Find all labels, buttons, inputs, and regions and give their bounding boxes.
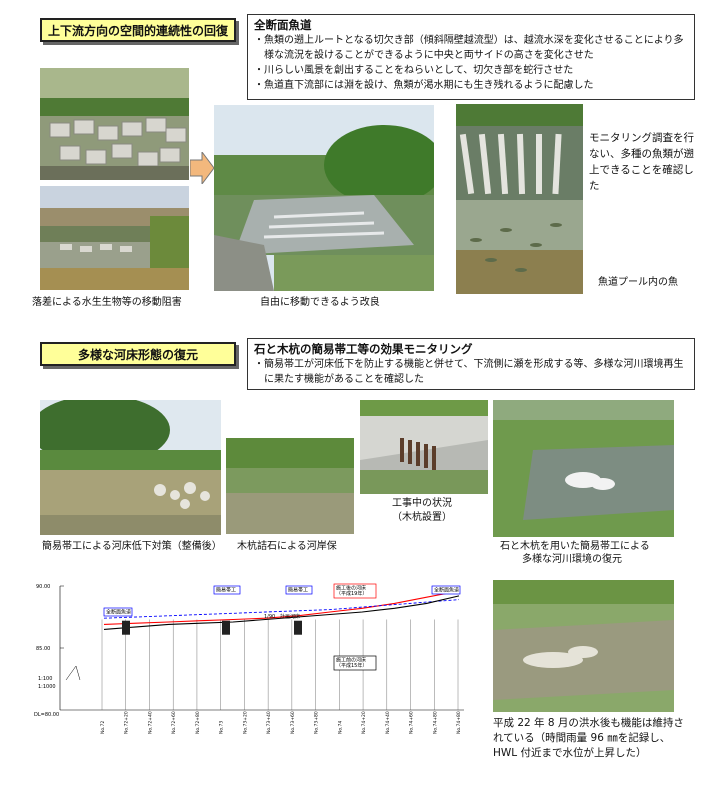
x-tick-label: No.72 (100, 721, 106, 734)
fishway-right-label-box (431, 585, 461, 595)
photo-riverbank-protection (226, 438, 354, 534)
band1-label-text: 簡易帯工 (216, 587, 236, 594)
before-riverbed-label-box (333, 655, 377, 671)
photo-drop-weir-bottom (40, 186, 189, 290)
before-riverbed-label-text: 施工前の河床 (336, 657, 366, 664)
section2-title-text: 多様な河床形態の復元 (77, 347, 198, 362)
section2-bullet-1: ・簡易帯工が河床低下を防止する機能と併せて、下流側に瀬を形成する等、多様な河川環… (254, 359, 684, 385)
fishway-right-label-text: 全断面魚道 (434, 587, 459, 594)
x-tick-label: No.73+60 (290, 711, 296, 734)
fishway-left-label-text: 全断面魚道 (106, 609, 131, 616)
photo-after-flood (493, 580, 674, 712)
slope-value: 1/90 (264, 614, 275, 620)
x-tick-label: No.73+20 (242, 711, 248, 734)
series-line (103, 590, 460, 625)
y-tick-label: 85.00 (36, 646, 50, 652)
caption-after-flood: 平成 22 年 8 月の洪水後も機能は維持されている（時間雨量 96 ㎜を記録し… (493, 717, 684, 759)
section1-bullet-1: ・魚類の遡上ルートとなる切欠き部（傾斜隔壁越流型）は、越流水深を変化させることに… (254, 35, 684, 61)
photo-drop-weir-top (40, 68, 189, 180)
after-riverbed-label-text: 施工後の河床 (336, 585, 366, 592)
x-tick-label: No.74+60 (409, 711, 415, 734)
after-riverbed-label-text: （平成19年） (336, 590, 367, 597)
caption-diverse-2: 多様な河川環境の復元 (522, 554, 622, 565)
x-tick-label: No.73+40 (266, 711, 272, 734)
section1-bullet-2: ・川らしい風景を創出することをねらいとして、切欠き部を蛇行させた (254, 65, 574, 76)
section2-title: 多様な河床形態の復元 (40, 342, 236, 366)
section1-title-text: 上下流方向の空間的連続性の回復 (47, 23, 228, 38)
section2-desc-head: 石と木杭の簡易帯工等の効果モニタリング (254, 342, 473, 356)
caption-construction-2: （木杭設置） (392, 512, 452, 523)
photo-diverse-environment (493, 400, 674, 537)
datum-label: DL=80.00 (34, 712, 59, 718)
series-line (103, 599, 460, 619)
photo-fishway-after (214, 105, 434, 291)
scale-triangle (65, 665, 81, 681)
x-tick-label: No.72+40 (147, 711, 153, 734)
photo-riverbed-after (40, 400, 221, 535)
x-tick-label: No.72+20 (124, 711, 130, 734)
caption-construction-1: 工事中の状況 (392, 498, 452, 509)
section1-description: 全断面魚道 ・魚類の遡上ルートとなる切欠き部（傾斜隔壁越流型）は、越流水深を変化… (247, 14, 695, 100)
caption-riverbed-after: 簡易帯工による河床低下対策（整備後） (42, 541, 222, 552)
band1-label-box (213, 585, 241, 595)
y-tick-label: 90.00 (36, 584, 50, 590)
x-tick-label: No.72+80 (195, 711, 201, 734)
after-riverbed-label-box (333, 583, 377, 599)
x-tick-label: No.73+80 (314, 711, 320, 734)
x-tick-label: No.74+80 (432, 711, 438, 734)
x-tick-label: No.73 (219, 721, 225, 734)
section1-title: 上下流方向の空間的連続性の回復 (40, 18, 236, 42)
band2-label-text: 簡易帯工 (288, 587, 308, 594)
structure-mark (294, 620, 302, 635)
photo-fishway-monitoring (456, 104, 583, 200)
section1-desc-head: 全断面魚道 (254, 18, 312, 32)
caption-fish: 魚道プール内の魚 (598, 277, 678, 288)
x-tick-label: No.72+60 (171, 711, 177, 734)
x-tick-label: No.74+20 (361, 711, 367, 734)
slope-label: 計画河床 (280, 613, 300, 620)
section1-bullet-3: ・魚道直下流部には淵を設け、魚類が渇水期にも生き残れるように配慮した (254, 80, 594, 91)
structure-mark (222, 620, 230, 635)
x-tick-label: No.74+40 (385, 711, 391, 734)
structure-mark (122, 620, 130, 635)
caption-riverbank: 木杭詰石による河岸保 (237, 541, 337, 552)
caption-diverse-1: 石と木杭を用いた簡易帯工による (500, 541, 650, 552)
before-riverbed-label-text: （平成15年） (336, 662, 367, 669)
monitoring-note: モニタリング調査を行ない、多種の魚類が遡上できることを確認した (589, 132, 694, 192)
series-line (103, 595, 460, 630)
x-tick-label: No.74 (337, 721, 343, 734)
section2-description: 石と木杭の簡易帯工等の効果モニタリング ・簡易帯工が河床低下を防止する機能と併せ… (247, 338, 695, 390)
photo-fish-in-pool (456, 200, 583, 294)
x-tick-label: No.74+80 (456, 711, 462, 734)
caption-before: 落差による水生生物等の移動阻害 (32, 297, 182, 308)
arrow-right-icon (190, 152, 214, 184)
photo-construction (360, 400, 488, 494)
fishway-left-label-box (103, 607, 133, 617)
caption-after: 自由に移動できるよう改良 (260, 297, 380, 308)
scale-vertical: 1:100 (38, 676, 52, 682)
scale-horizontal: 1:1000 (38, 684, 56, 690)
band2-label-box (285, 585, 313, 595)
